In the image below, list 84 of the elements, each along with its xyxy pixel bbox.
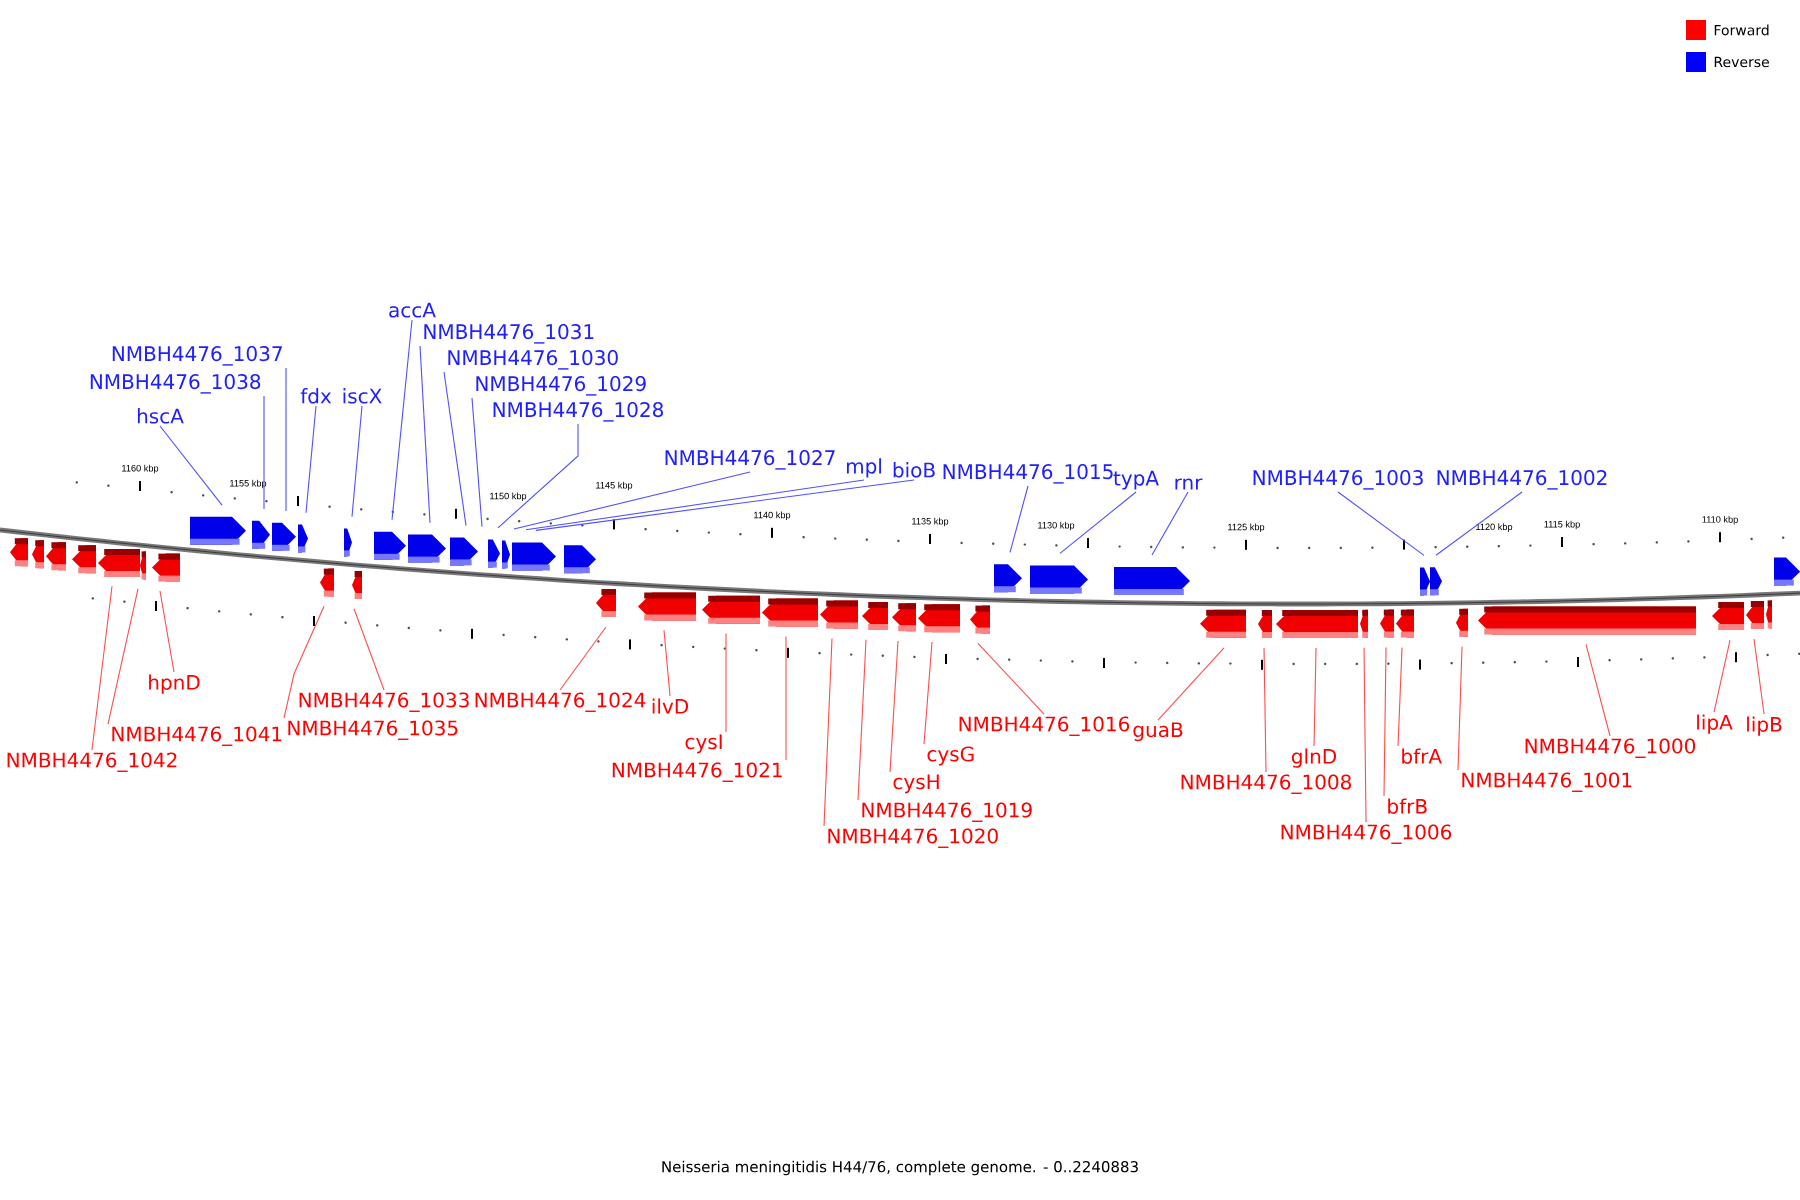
- gene-label: rnr: [1175, 478, 1203, 490]
- leader-line: [725, 633, 727, 733]
- leader-line: [1009, 485, 1029, 553]
- leader-line: [1337, 491, 1425, 556]
- gene-label: ilvD: [652, 698, 689, 714]
- gene-label: NMBH4476_1016: [959, 716, 1130, 736]
- leader-line: [443, 371, 467, 527]
- gene-label: hpnD: [149, 674, 200, 694]
- gene-label: NMBH4476_1029: [476, 376, 646, 396]
- leader-line: [497, 423, 579, 529]
- leader-line: [1363, 647, 1367, 823]
- leader-line: [559, 626, 607, 691]
- leader-line: [1059, 491, 1137, 554]
- leader-line: [1263, 647, 1267, 773]
- gene-label: bfrA: [1402, 748, 1442, 764]
- leader-line: [1313, 647, 1317, 747]
- leader-line: [1457, 646, 1463, 771]
- leader-line: [823, 637, 833, 827]
- leader-line: [305, 405, 317, 514]
- gene-label: NMBH4476_1000: [1525, 738, 1696, 758]
- gene-label: NMBH4476_1035: [288, 720, 458, 740]
- leader-line: [419, 345, 431, 524]
- leader-line: [977, 642, 1045, 715]
- gene-label: bioB: [893, 462, 935, 478]
- gene-label: NMBH4476_1020: [828, 828, 998, 848]
- gene-label: NMBH4476_1015: [943, 464, 1113, 484]
- leader-line: [91, 585, 113, 751]
- leader-line: [391, 319, 413, 521]
- gene-label: NMBH4476_1033: [299, 692, 469, 712]
- gene-label: typA: [1113, 470, 1159, 490]
- leader-line: [1383, 647, 1387, 797]
- leader-line: [1397, 647, 1403, 747]
- gene-label: NMBH4476_1001: [1462, 772, 1632, 792]
- leader-line: [785, 635, 787, 761]
- leader-line: [159, 425, 223, 506]
- gene-label: NMBH4476_1019: [862, 802, 1032, 822]
- leader-line: [159, 590, 175, 673]
- leader-line: [283, 605, 325, 719]
- leader-line: [107, 588, 139, 725]
- gene-label: lipA: [1697, 714, 1733, 734]
- gene-label: NMBH4476_1024: [475, 692, 646, 712]
- gene-label: bfrB: [1388, 798, 1427, 814]
- gene-label: NMBH4476_1028: [493, 402, 663, 422]
- gene-label: accA: [389, 302, 436, 318]
- leader-line: [1713, 639, 1731, 713]
- leader-line: [513, 471, 751, 530]
- gene-label: NMBH4476_1027: [665, 450, 835, 470]
- leader-line: [1151, 491, 1189, 556]
- leader-line: [471, 397, 483, 528]
- gene-label: guaB: [1133, 722, 1183, 742]
- gene-label: lipB: [1747, 716, 1782, 736]
- gene-label: NMBH4476_1002: [1437, 470, 1607, 490]
- leader-line: [535, 479, 915, 531]
- leader-line: [263, 395, 265, 510]
- gene-label: NMBH4476_1006: [1281, 824, 1452, 844]
- leader-line: [1753, 638, 1765, 715]
- leader-line: [1585, 643, 1611, 737]
- leader-line: [857, 639, 867, 801]
- gene-label: iscX: [343, 388, 382, 404]
- gene-label: NMBH4476_1003: [1253, 470, 1423, 490]
- gene-label: mpl: [846, 458, 881, 478]
- gene-label: NMBH4476_1021: [612, 762, 782, 782]
- leader-line: [923, 641, 933, 745]
- gene-label: NMBH4476_1038: [90, 374, 261, 394]
- leader-line: [1435, 491, 1523, 556]
- gene-label: NMBH4476_1008: [1181, 774, 1351, 794]
- gene-label: NMBH4476_1041: [112, 726, 282, 746]
- leader-line: [663, 629, 671, 697]
- leader-line: [889, 640, 899, 773]
- leader-line: [1157, 647, 1225, 721]
- leader-line: [525, 479, 865, 531]
- leader-line: [353, 608, 385, 691]
- gene-label: cysI: [685, 734, 722, 754]
- leader-line: [351, 405, 363, 518]
- gene-label: fdx: [300, 388, 332, 404]
- gene-label: NMBH4476_1037: [112, 346, 282, 366]
- gene-label: hscA: [137, 408, 184, 424]
- gene-label: cysG: [927, 746, 974, 766]
- leader-line: [285, 367, 287, 512]
- gene-label: NMBH4476_1042: [7, 752, 177, 772]
- gene-label: NMBH4476_1030: [448, 350, 618, 370]
- gene-label: cysH: [893, 774, 939, 794]
- gene-label: NMBH4476_1031: [424, 324, 594, 344]
- gene-label: glnD: [1291, 748, 1337, 768]
